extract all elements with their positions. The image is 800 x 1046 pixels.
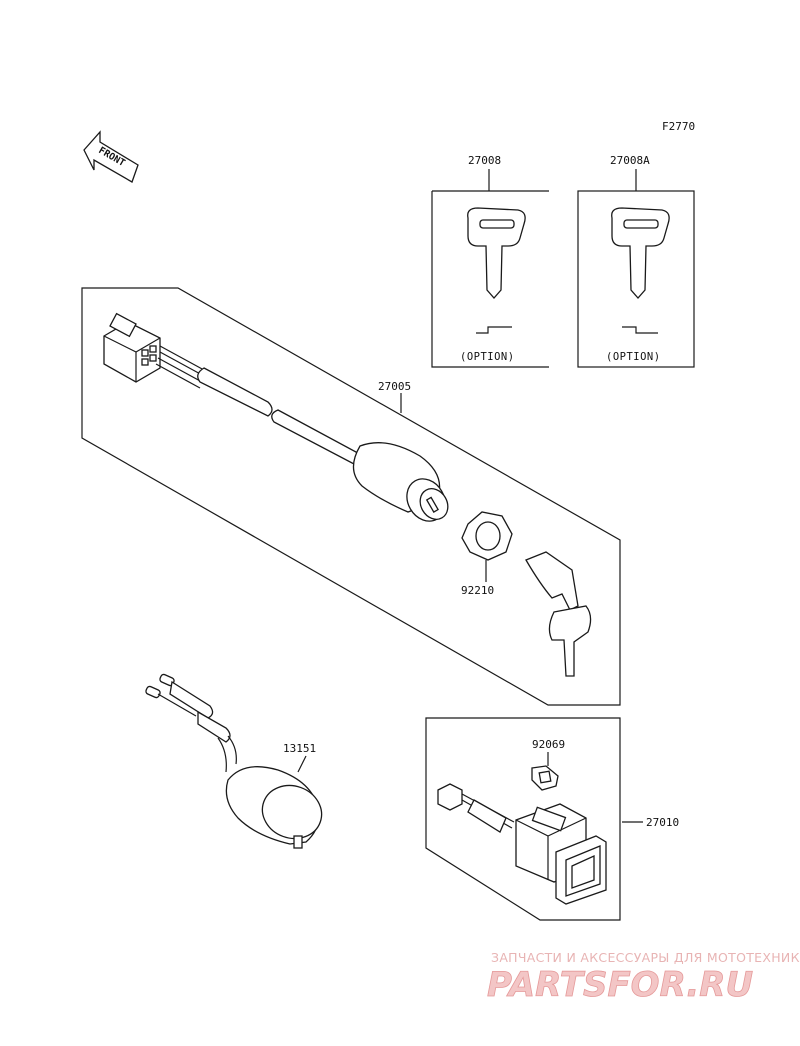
ignition-wires [155,345,360,465]
part-number-13151: 13151 [283,742,316,755]
figure-code: F2770 [662,120,695,133]
key-cut-icon [622,326,658,334]
watermark-tagline: ЗАПЧАСТИ И АКСЕССУАРЫ ДЛЯ МОТОТЕХНИКИ [491,950,800,965]
indicator-switch-group-outline [425,717,621,921]
option-label-27008a: (OPTION) [606,351,661,363]
watermark-logo: PARTSFOR.RU [487,965,753,1005]
indicator-switch-27010 [437,783,607,905]
option-label-27008: (OPTION) [460,351,515,363]
nut-92210 [461,511,513,561]
ignition-keys-icon [525,551,592,677]
key-27008-box: 27008 (OPTION) [431,154,549,368]
part-number-92210: 92210 [461,584,494,597]
key-blank-icon [611,207,670,299]
ignition-switch-body [352,442,449,522]
key-27008a-box: 27008A (OPTION) [577,154,695,368]
key-blank-icon [467,207,526,299]
watermark: ЗАПЧАСТИ И АКСЕССУАРЫ ДЛЯ МОТОТЕХНИКИ PA… [487,950,800,1005]
front-arrow-icon: FRONT [83,130,139,183]
part-number-27010: 27010 [646,816,679,829]
socket-13151 [145,673,323,849]
key-cut-icon [476,326,512,334]
ignition-switch-group-outline [81,287,621,706]
ignition-connector [103,312,161,383]
part-number-27008a: 27008A [610,154,650,167]
bulb-92069-icon [531,765,559,791]
part-number-27005: 27005 [378,380,411,393]
part-number-92069: 92069 [532,738,565,751]
part-number-27008: 27008 [468,154,501,167]
